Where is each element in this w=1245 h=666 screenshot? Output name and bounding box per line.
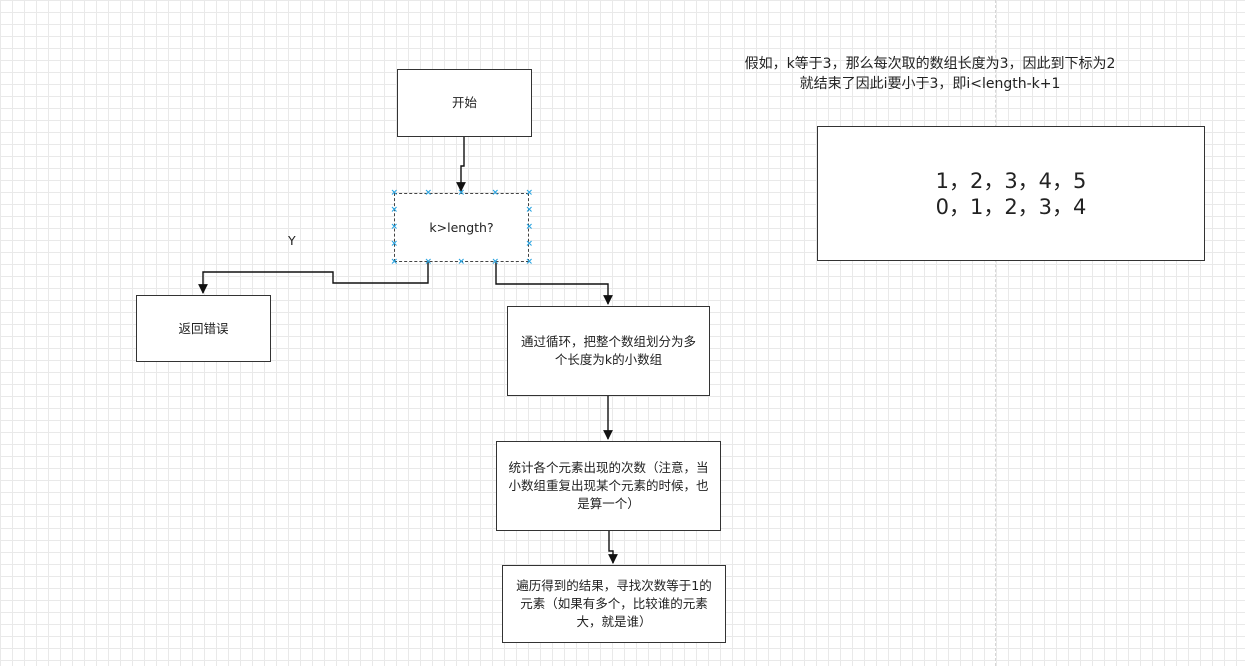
selection-handle-icon[interactable]: × — [390, 238, 399, 249]
selection-handle-icon[interactable]: × — [525, 238, 534, 249]
edge-start-to-check[interactable] — [456, 137, 466, 192]
note-line-1: 假如，k等于3，那么每次取的数组长度为3，因此到下标为2 — [744, 56, 1116, 72]
array-example-box[interactable]: 1，2，3，4，5 0，1，2，3，4 — [817, 126, 1205, 261]
selection-handle-icon[interactable]: × — [424, 187, 433, 198]
selection-handle-icon[interactable]: × — [457, 187, 466, 198]
edge-count-to-traverse[interactable] — [608, 531, 618, 564]
selection-handle-icon[interactable]: × — [390, 256, 399, 267]
selection-handle-icon[interactable]: × — [525, 256, 534, 267]
node-traverse-label: 遍历得到的结果，寻找次数等于1的元素（如果有多个，比较谁的元素大，就是谁） — [516, 578, 712, 629]
node-error-label: 返回错误 — [178, 320, 229, 336]
edge-check-to-error[interactable] — [198, 262, 429, 294]
edge-label-yes: Y — [288, 233, 296, 248]
note-text: 假如，k等于3，那么每次取的数组长度为3，因此到下标为2 就结束了因此i要小于3… — [690, 54, 1170, 94]
node-split-array[interactable]: 通过循环，把整个数组划分为多个长度为k的小数组 — [507, 306, 710, 396]
selection-handle-icon[interactable]: × — [457, 256, 466, 267]
array-index-row: 0，1，2，3，4 — [935, 194, 1087, 219]
selection-handle-icon[interactable]: × — [491, 187, 500, 198]
note-line-2: 就结束了因此i要小于3，即i<length-k+1 — [799, 76, 1061, 92]
page-break-line — [995, 0, 996, 666]
node-traverse-result[interactable]: 遍历得到的结果，寻找次数等于1的元素（如果有多个，比较谁的元素大，就是谁） — [502, 565, 726, 643]
node-check-label: k>length? — [429, 219, 494, 235]
node-check-condition[interactable]: k>length? — [394, 193, 529, 262]
array-values-row: 1，2，3，4，5 — [935, 168, 1087, 193]
node-count-elements[interactable]: 统计各个元素出现的次数（注意，当小数组重复出现某个元素的时候，也是算一个） — [496, 441, 721, 531]
node-start-label: 开始 — [451, 95, 477, 110]
selection-handle-icon[interactable]: × — [525, 221, 534, 232]
selection-handle-icon[interactable]: × — [525, 187, 534, 198]
node-start[interactable]: 开始 — [397, 69, 532, 137]
selection-handle-icon[interactable]: × — [525, 204, 534, 215]
selection-handle-icon[interactable]: × — [390, 204, 399, 215]
edge-check-to-split[interactable] — [495, 262, 613, 305]
node-count-label: 统计各个元素出现的次数（注意，当小数组重复出现某个元素的时候，也是算一个） — [508, 460, 709, 511]
selection-handle-icon[interactable]: × — [390, 221, 399, 232]
node-return-error[interactable]: 返回错误 — [136, 295, 271, 362]
selection-handle-icon[interactable]: × — [424, 256, 433, 267]
selection-handle-icon[interactable]: × — [390, 187, 399, 198]
selection-handle-icon[interactable]: × — [491, 256, 500, 267]
node-split-label: 通过循环，把整个数组划分为多个长度为k的小数组 — [520, 334, 696, 367]
